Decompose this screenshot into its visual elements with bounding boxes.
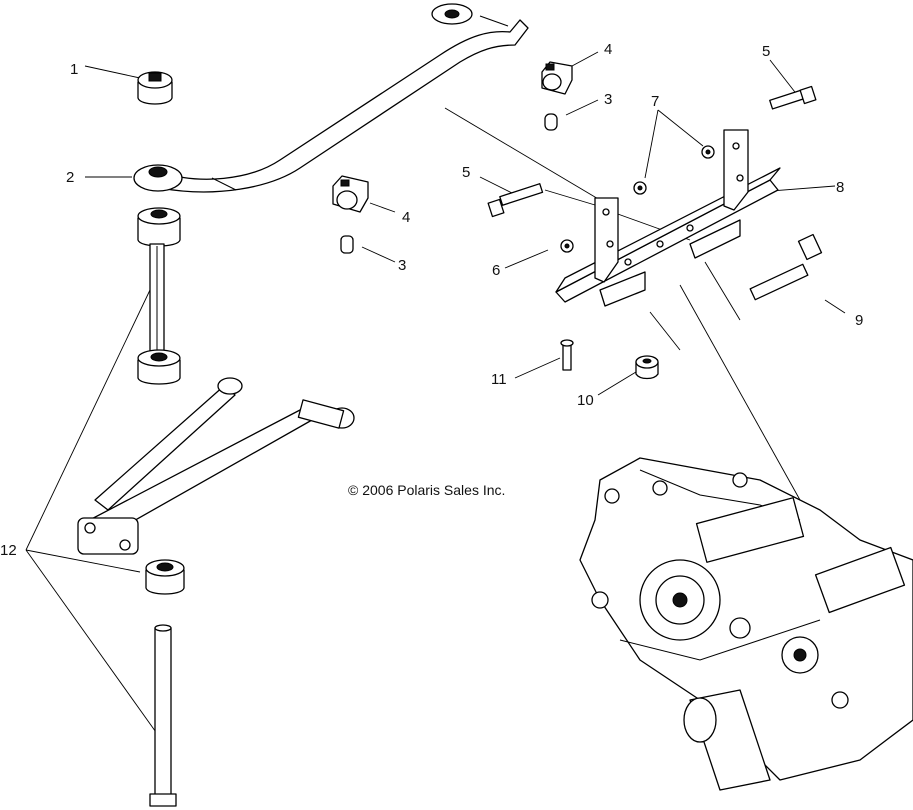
copyright-notice: © 2006 Polaris Sales Inc.: [348, 482, 505, 498]
callout-8: 8: [836, 179, 844, 196]
leader-lines: [25, 51, 846, 736]
callout-4b: 4: [402, 209, 410, 226]
long-bolt: [149, 624, 177, 807]
callout-3a: 3: [604, 91, 612, 108]
callout-6: 6: [492, 262, 500, 279]
bushing-lower: [145, 559, 185, 595]
bolt-part-5b: [487, 183, 544, 218]
sway-bar: [133, 3, 529, 193]
clamp-block-part-4a: [541, 61, 573, 95]
callout-11: 11: [491, 371, 507, 388]
callout-4a: 4: [604, 41, 612, 58]
callout-5a: 5: [762, 43, 770, 60]
bolt-part-9: [749, 233, 823, 301]
nut-part-6: [560, 239, 574, 253]
mounting-bracket-part-8: [555, 129, 781, 307]
bushing-nut-part-1: [137, 71, 173, 105]
lower-a-arm: [77, 377, 355, 555]
callout-12: 12: [0, 542, 17, 559]
callout-7: 7: [651, 93, 659, 110]
pin-part-11: [560, 339, 574, 371]
engine-transmission-assembly: [579, 457, 913, 791]
link-rod-assembly: [137, 207, 181, 385]
nut-part-7a: [633, 181, 647, 195]
bushing-part-3a: [544, 113, 558, 131]
nut-part-7b: [701, 145, 715, 159]
bushing-part-3b: [340, 235, 354, 254]
callout-1: 1: [70, 61, 78, 78]
callout-10: 10: [577, 392, 594, 409]
nut-part-10: [635, 355, 659, 380]
bolt-part-5a: [769, 85, 817, 110]
callout-9: 9: [855, 312, 863, 329]
callout-2: 2: [66, 169, 74, 186]
callout-labels: 1 2 3 3 4 4 5 5 6 7 8 9 10 11 12: [0, 41, 863, 559]
callout-5b: 5: [462, 164, 470, 181]
callout-3b: 3: [398, 257, 406, 274]
clamp-block-part-4b: [332, 175, 369, 213]
